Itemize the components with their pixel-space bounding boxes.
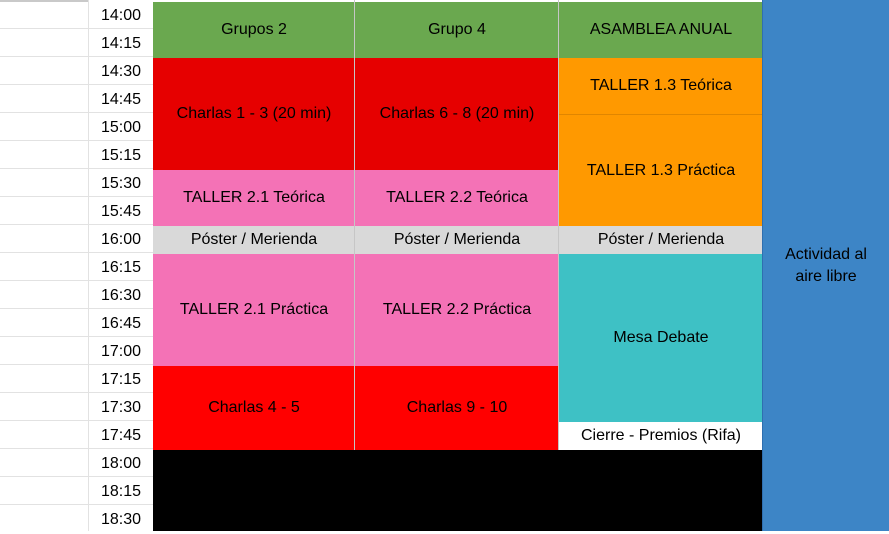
selection-top-border <box>0 0 88 2</box>
block-charlas-1-3[interactable]: Charlas 1 - 3 (20 min) <box>153 58 355 170</box>
time-cell[interactable]: 17:15 <box>100 371 142 388</box>
column-a[interactable] <box>0 0 89 531</box>
row-divider <box>0 280 153 281</box>
time-cell[interactable]: 14:00 <box>100 7 142 24</box>
block-poster-merienda[interactable]: Póster / Merienda <box>559 226 763 254</box>
time-cell[interactable]: 15:15 <box>100 147 142 164</box>
header-asamblea-anual[interactable]: ASAMBLEA ANUAL <box>559 2 763 58</box>
row-divider <box>0 336 153 337</box>
header-grupos-2[interactable]: Grupos 2 <box>153 2 355 58</box>
empty-black-block[interactable] <box>153 450 763 531</box>
block-mesa-debate[interactable]: Mesa Debate <box>559 254 763 422</box>
block-taller-2-1-practica[interactable]: TALLER 2.1 Práctica <box>153 254 355 366</box>
block-taller-1-3-practica[interactable]: TALLER 1.3 Práctica <box>559 114 763 226</box>
time-cell[interactable]: 15:45 <box>100 203 142 220</box>
column-divider <box>354 0 355 450</box>
time-cell[interactable]: 16:45 <box>100 315 142 332</box>
block-charlas-4-5[interactable]: Charlas 4 - 5 <box>153 366 355 450</box>
time-cell[interactable]: 17:00 <box>100 343 142 360</box>
time-cell[interactable]: 14:15 <box>100 35 142 52</box>
time-cell[interactable]: 14:30 <box>100 63 142 80</box>
row-divider <box>0 168 153 169</box>
row-divider <box>0 196 153 197</box>
block-poster-merienda[interactable]: Póster / Merienda <box>153 226 355 254</box>
block-charlas-9-10[interactable]: Charlas 9 - 10 <box>355 366 559 450</box>
block-charlas-6-8[interactable]: Charlas 6 - 8 (20 min) <box>355 58 559 170</box>
time-cell[interactable]: 15:00 <box>100 119 142 136</box>
time-cell[interactable]: 17:30 <box>100 399 142 416</box>
row-divider <box>0 56 153 57</box>
row-divider <box>0 140 153 141</box>
block-taller-2-2-practica[interactable]: TALLER 2.2 Práctica <box>355 254 559 366</box>
row-divider <box>0 252 153 253</box>
time-cell[interactable]: 16:00 <box>100 231 142 248</box>
time-cell[interactable]: 18:00 <box>100 455 142 472</box>
row-divider <box>0 364 153 365</box>
column-divider <box>558 0 559 450</box>
column-divider <box>762 0 763 531</box>
row-divider <box>0 420 153 421</box>
row-divider <box>0 448 153 449</box>
time-cell[interactable]: 18:15 <box>100 483 142 500</box>
time-cell[interactable]: 16:15 <box>100 259 142 276</box>
time-cell[interactable]: 14:45 <box>100 91 142 108</box>
row-divider <box>0 112 153 113</box>
time-cell[interactable]: 15:30 <box>100 175 142 192</box>
block-cierre-premios[interactable]: Cierre - Premios (Rifa) <box>559 422 763 450</box>
time-cell[interactable]: 18:30 <box>100 511 142 528</box>
row-divider <box>0 392 153 393</box>
row-divider <box>0 504 153 505</box>
row-divider <box>0 308 153 309</box>
block-taller-2-2-teorica[interactable]: TALLER 2.2 Teórica <box>355 170 559 226</box>
block-taller-2-1-teorica[interactable]: TALLER 2.1 Teórica <box>153 170 355 226</box>
time-cell[interactable]: 16:30 <box>100 287 142 304</box>
row-divider <box>0 476 153 477</box>
header-grupo-4[interactable]: Grupo 4 <box>355 2 559 58</box>
row-divider <box>0 28 153 29</box>
block-poster-merienda[interactable]: Póster / Merienda <box>355 226 559 254</box>
row-divider <box>0 224 153 225</box>
row-divider <box>0 84 153 85</box>
time-cell[interactable]: 17:45 <box>100 427 142 444</box>
block-actividad-aire-libre[interactable]: Actividad al aire libre <box>763 0 889 531</box>
block-taller-1-3-teorica[interactable]: TALLER 1.3 Teórica <box>559 58 763 114</box>
